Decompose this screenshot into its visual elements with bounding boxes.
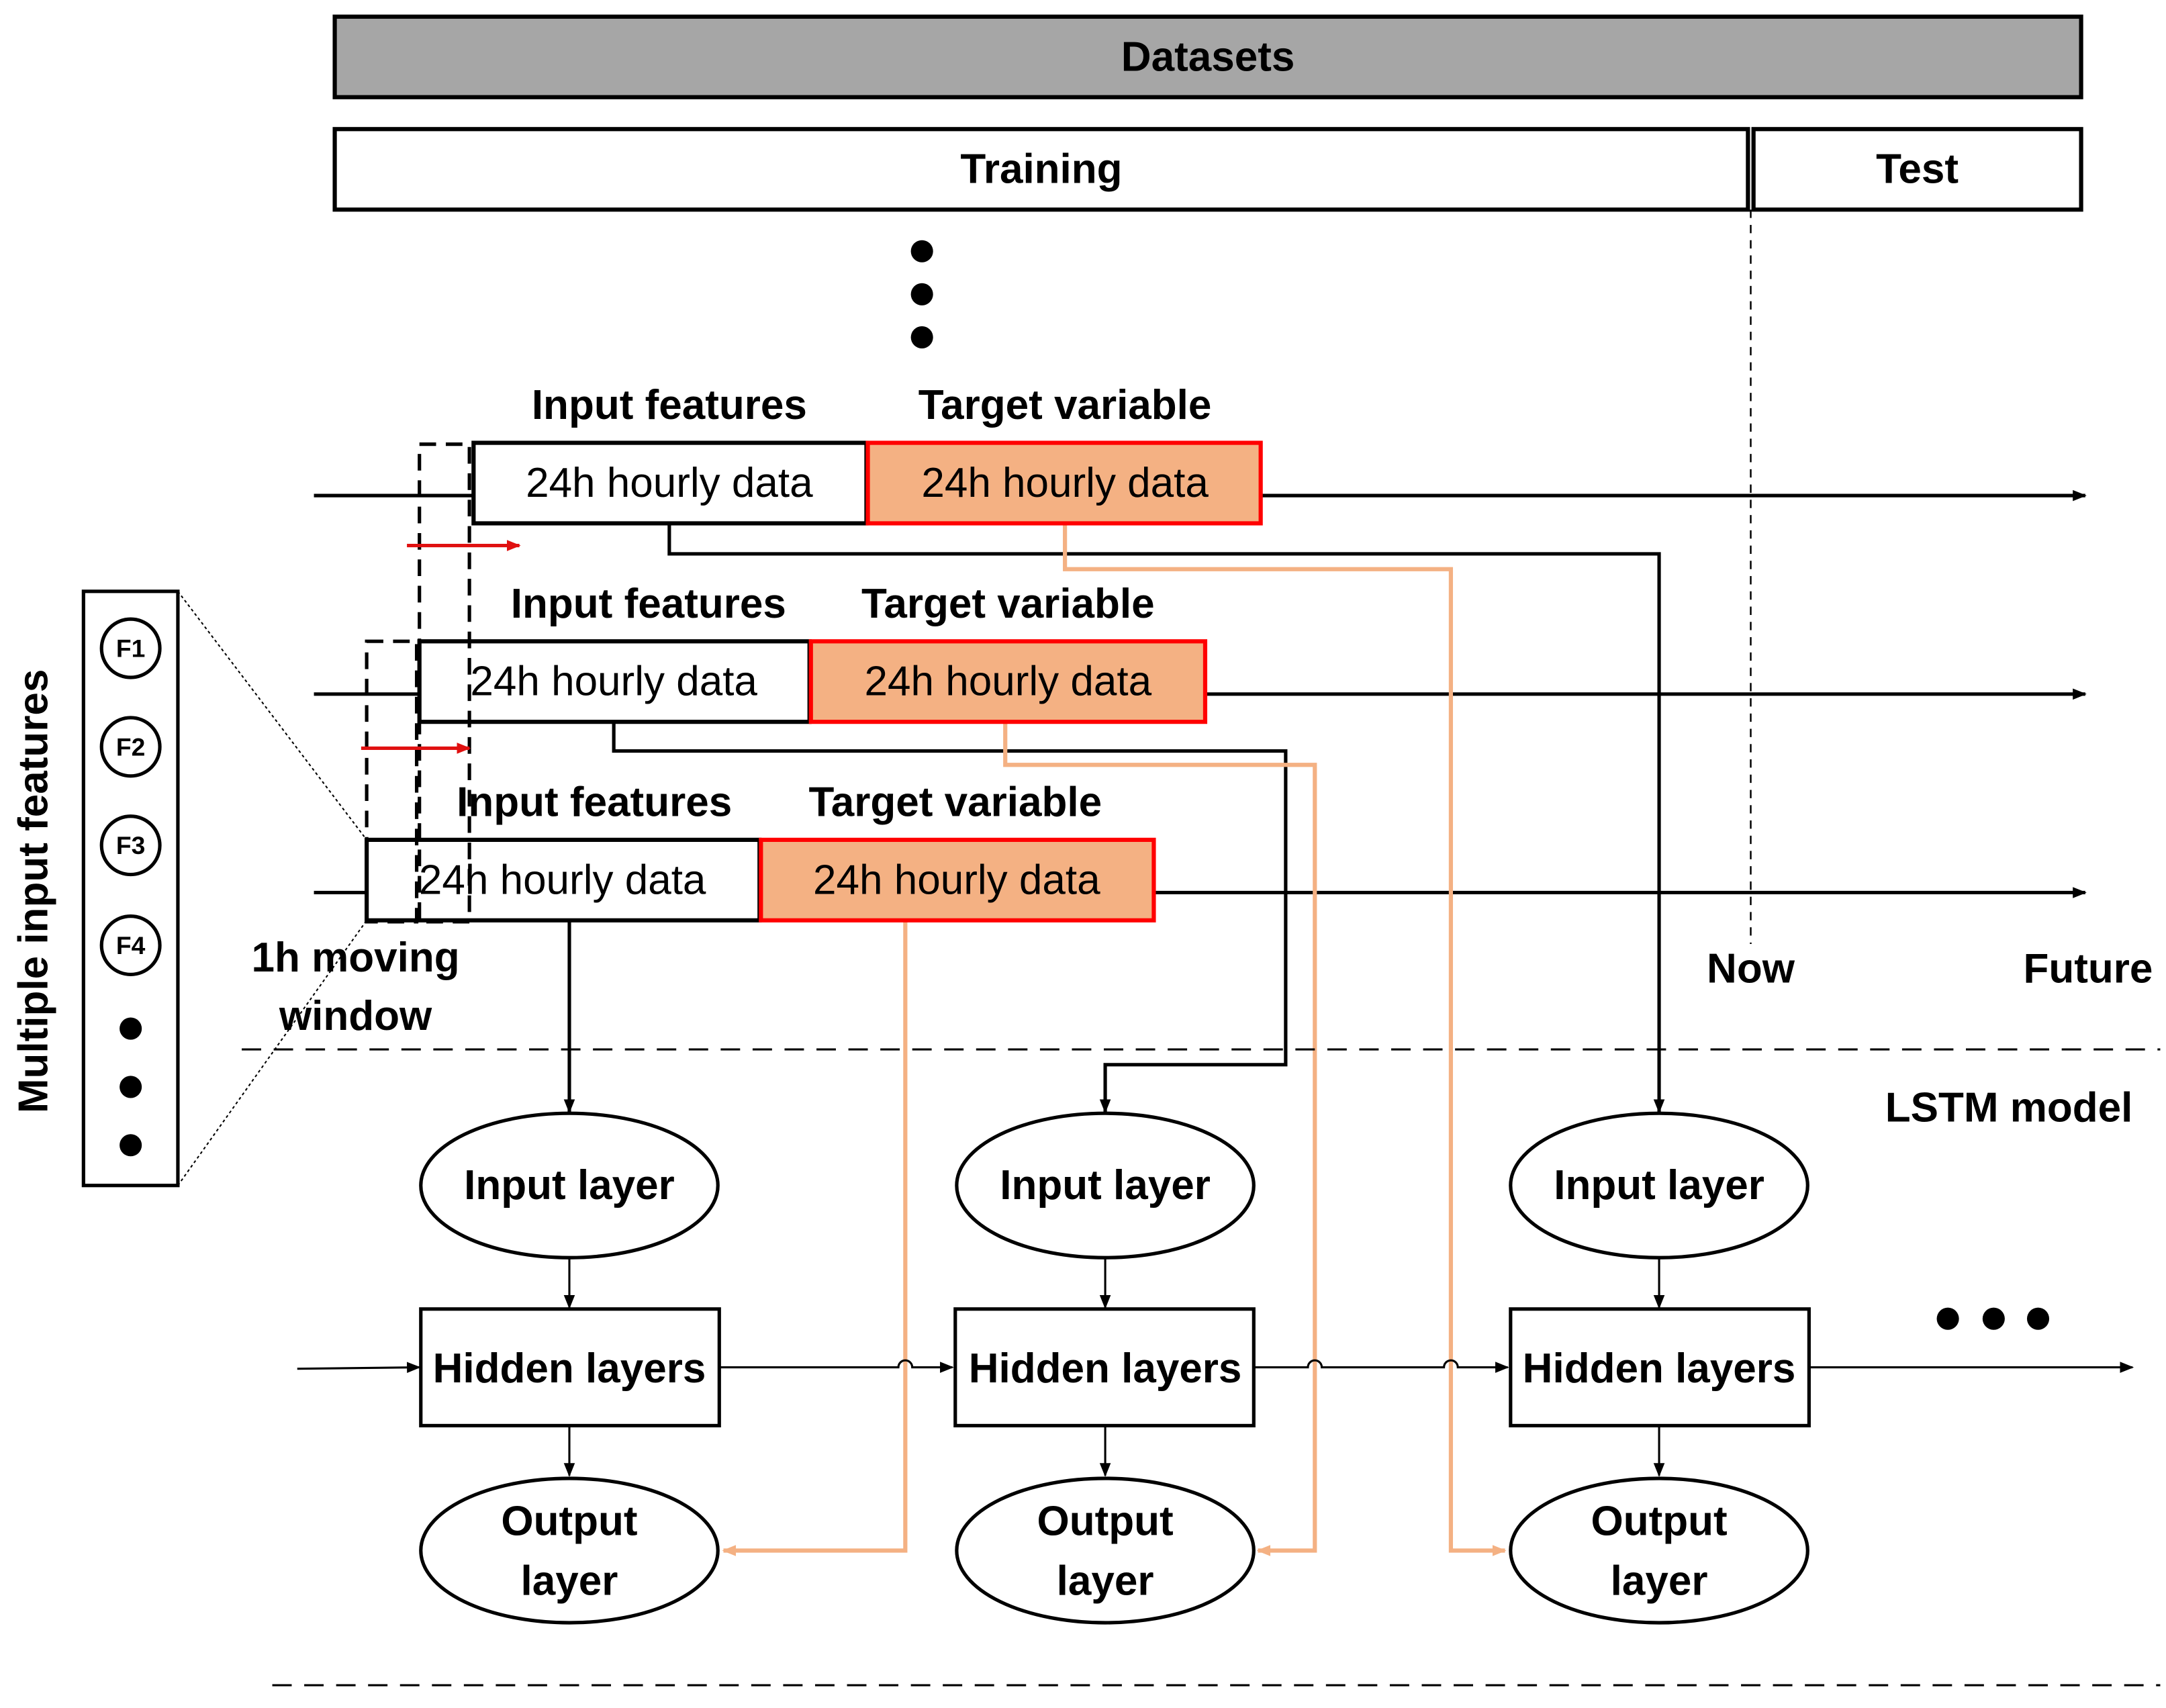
hidden-layers-label: Hidden layers <box>969 1345 1242 1392</box>
hidden-layers-label: Hidden layers <box>433 1345 706 1392</box>
data-window-2: Input features Target variable 24h hourl… <box>417 581 1208 724</box>
target-block <box>759 837 1156 922</box>
input-layer-label: Input layer <box>464 1162 675 1208</box>
input-block <box>417 639 812 724</box>
input-block-text: 24h hourly data <box>470 659 757 705</box>
target-block-text: 24h hourly data <box>813 857 1100 903</box>
training-segment: Training <box>332 127 1750 212</box>
input-feed-line-1 <box>667 523 1665 1114</box>
feature-item: F2 <box>99 716 162 778</box>
output-layer-label-line2: layer <box>521 1558 618 1604</box>
hidden-layers-node <box>419 1307 721 1427</box>
hidden-layers-label: Hidden layers <box>1523 1345 1796 1392</box>
datasets-label: Datasets <box>1121 34 1295 80</box>
input-layer-label: Input layer <box>1000 1162 1211 1208</box>
moving-window-frames <box>365 442 471 924</box>
recurrent-input-arrow <box>297 1362 421 1374</box>
target-variable-title: Target variable <box>861 581 1155 627</box>
recurrent-arrow-2-3 <box>1255 1359 1509 1373</box>
features-ellipsis <box>120 1017 142 1157</box>
feature-label: F1 <box>116 634 145 663</box>
horizontal-ellipsis <box>1936 1307 2050 1330</box>
future-label: Future <box>2023 946 2153 992</box>
output-layer-node <box>419 1476 720 1625</box>
zoom-line-top <box>177 591 367 841</box>
feature-item: F1 <box>99 617 162 679</box>
target-block <box>808 639 1208 724</box>
features-panel: F1 F2 F3 F4 <box>81 589 180 1188</box>
hidden-layers-node <box>953 1307 1256 1427</box>
lstm-column-1: Input layer Hidden layers Output layer <box>419 1111 721 1625</box>
output-layer-label-line2: layer <box>1057 1558 1154 1604</box>
input-features-title: Input features <box>511 581 786 627</box>
target-feed-line-3 <box>722 920 908 1556</box>
test-label: Test <box>1876 146 1959 193</box>
data-window-3: Input features Target variable 24h hourl… <box>365 779 1156 922</box>
recurrent-arrow-1-2 <box>720 1359 954 1373</box>
target-feed-line-2 <box>1003 722 1317 1556</box>
feature-label: F3 <box>116 831 145 859</box>
feature-item: F3 <box>99 814 162 877</box>
input-block-text: 24h hourly data <box>419 857 706 903</box>
feature-label: F4 <box>116 931 146 959</box>
lstm-model-label: LSTM model <box>1885 1084 2133 1131</box>
input-block <box>471 440 869 526</box>
output-layer-label-line1: Output <box>501 1499 637 1545</box>
test-segment: Test <box>1751 127 2083 212</box>
input-feed-line-2 <box>612 722 1288 1114</box>
target-block-text: 24h hourly data <box>921 460 1209 506</box>
output-layer-node <box>955 1476 1256 1625</box>
moving-window-label-line2: window <box>279 993 432 1039</box>
output-layer-label-line1: Output <box>1591 1499 1727 1545</box>
lstm-column-2: Input layer Hidden layers Output layer <box>953 1111 1256 1625</box>
moving-frame-2 <box>365 639 419 924</box>
output-layer-label-line2: layer <box>1611 1558 1708 1604</box>
output-layer-node <box>1509 1476 1809 1625</box>
hidden-layers-node <box>1509 1307 1811 1427</box>
feature-label: F2 <box>116 732 145 761</box>
lstm-column-3: Input layer Hidden layers Output layer <box>1509 1111 1811 1625</box>
vertical-ellipsis <box>910 240 933 348</box>
data-window-1: Input features Target variable 24h hourl… <box>471 382 1263 526</box>
now-label: Now <box>1707 946 1795 992</box>
target-variable-title: Target variable <box>919 382 1212 428</box>
moving-window-label-line1: 1h moving <box>252 935 460 981</box>
zoom-line-bottom <box>177 920 367 1186</box>
target-block-text: 24h hourly data <box>865 659 1152 705</box>
target-feed-line-1 <box>1063 523 1507 1556</box>
feature-item: F4 <box>99 914 162 977</box>
target-block <box>865 440 1263 526</box>
input-layer-label: Input layer <box>1554 1162 1764 1208</box>
input-features-title: Input features <box>457 779 732 826</box>
multiple-input-features-label: Multiple input features <box>10 669 56 1114</box>
input-block-text: 24h hourly data <box>526 460 813 506</box>
datasets-bar: Datasets <box>332 14 2083 99</box>
training-label: Training <box>960 146 1122 193</box>
input-features-title: Input features <box>532 382 807 428</box>
target-variable-title: Target variable <box>808 779 1102 826</box>
output-layer-label-line1: Output <box>1037 1499 1173 1545</box>
